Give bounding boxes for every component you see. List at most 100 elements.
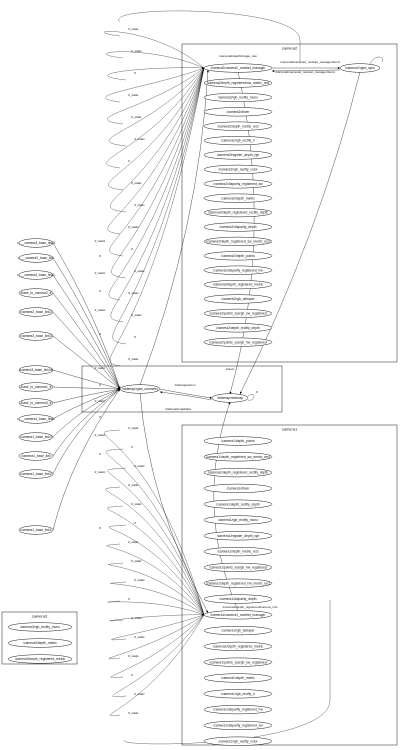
- node-label: /camera1_base_link2: [20, 472, 52, 476]
- edge-label: tf: [131, 445, 133, 449]
- node-c-camera3-base-link3: c___camera3_base_link3: [17, 238, 55, 248]
- cluster-label: camera1: [282, 427, 298, 432]
- edge-arrowhead: [272, 69, 275, 73]
- node-camera2-disparity-registered-hw: /camera2/disparity_registered_hw: [203, 265, 273, 275]
- node-camera2-rgb-rectify-color: /camera2/rgb_rectify_color: [203, 164, 273, 174]
- edge: [52, 386, 121, 390]
- node-label: /camera1/rgb_rectify_color: [218, 739, 258, 743]
- edge-label: /camera2/camera2_nodelet_manager/bond: [275, 70, 335, 74]
- edge-label: tf_static: [95, 308, 106, 312]
- node-ellipse: [18, 451, 54, 461]
- node-ellipse: [339, 63, 381, 73]
- node-label: /camera2/rgb_rectify_mono: [218, 96, 258, 100]
- node-ellipse: [203, 265, 273, 275]
- node-camera2-depth-registered-rectify-depth: /camera2/depth_registered_rectify_depth: [203, 208, 273, 218]
- edge: [52, 388, 121, 531]
- edge-label: tf_static: [95, 366, 106, 370]
- edge-label: /camera1/depth_registered/camera_info: [223, 605, 278, 609]
- node-label: /camera3/depth_registered_metric: [15, 657, 66, 661]
- node-ellipse: [18, 398, 54, 408]
- node-label: /camera2/disparity_depth: [219, 225, 256, 229]
- node-label: /camera1/points_xyzrgb_sw_registered: [209, 660, 267, 664]
- node-label: /camera1/driver: [227, 487, 251, 491]
- node-camera2-depth-registered-sw-metric-rect: /camera2/depth_registered/sw_metric_rect: [203, 78, 273, 88]
- node-label: /camera1/rgb_rectify_ir: [221, 692, 256, 696]
- edge-label: tf: [99, 289, 101, 293]
- node-label: /camera1/depth_registered_sw_metric_rect: [206, 455, 269, 459]
- edge-label: tf_static: [134, 635, 145, 639]
- labels-layer: tf_statictftf_statictftf_statictftf_stat…: [95, 27, 340, 715]
- edge-label: tf_static: [134, 203, 145, 207]
- node-camera1-depth-rectify-depth: /camera1/depth_rectify_depth: [203, 499, 273, 509]
- node-label: c___camera3_base_link3: [17, 241, 55, 245]
- node-camera1-base-link3: /camera1_base_link3: [18, 432, 54, 442]
- edge: [52, 335, 121, 390]
- node-ellipse: [203, 150, 273, 160]
- edge-self-loop: [247, 394, 255, 401]
- edge: [52, 274, 121, 390]
- node-label: /camera2/driver: [227, 110, 251, 114]
- node-c-camera2-base-link1: c___camera2_base_link1: [17, 270, 55, 280]
- node-ellipse: [203, 337, 273, 347]
- edge-label: tf: [131, 673, 133, 677]
- edge: [110, 67, 205, 323]
- node-label: /camera2/depth_registered/sw_metric_rect: [207, 81, 270, 85]
- node-camera1-disparity-registered-sw: /camera1/disparity_registered_sw: [203, 720, 273, 730]
- node-label: /camera2/depth_metric_rect: [217, 124, 258, 128]
- node-base-to-camera3-tf: /base_to_camera3_tf: [18, 398, 54, 408]
- edge: [112, 614, 205, 697]
- edge: [107, 67, 205, 81]
- node-camera1-base-link1: /camera1_base_link1: [18, 525, 54, 535]
- node-label: /rtabmap/rtabmap: [217, 396, 243, 400]
- edge-label: tf_static: [131, 616, 142, 620]
- edge: [111, 614, 205, 641]
- node-camera2-rgb-rectify-ir: /camera2/rgb_rectify_ir: [203, 136, 273, 146]
- edge-label: tf_static: [128, 654, 139, 658]
- node-camera2-rgb-debayer: /camera2/rgb_debayer: [203, 294, 273, 304]
- node-camera1-rgb-debayer: /camera1/rgb_debayer: [203, 626, 273, 636]
- node-ellipse: [18, 414, 54, 424]
- node-label: /camera3/rgb_rectify_mono: [20, 625, 60, 629]
- edge: [52, 388, 121, 420]
- node-ellipse: [203, 294, 273, 304]
- node-ellipse: [203, 673, 273, 683]
- edge-label: tf_static: [131, 181, 142, 185]
- node-label: /camera1/depth_registered_metric: [213, 645, 264, 649]
- node-ellipse: [203, 63, 273, 73]
- node-label: /camera1_base_link1: [20, 528, 52, 532]
- edge-label: /camera2/camera2_nodelet_manager/bond: [280, 60, 340, 64]
- node-camera3-base-link3: /camera3_base_link3: [18, 331, 54, 341]
- node-ellipse: [203, 705, 273, 715]
- edge: [107, 67, 205, 235]
- node-ellipse: [203, 92, 273, 102]
- node-label: /camera2/disparity_registered_sw: [213, 182, 263, 186]
- node-label: /camera1/depth_rectify_depth: [216, 502, 260, 506]
- node-ellipse: [203, 436, 273, 446]
- edge: [107, 67, 205, 125]
- node-label: /camera1/depth_metric_rect: [217, 550, 258, 554]
- edge-arrowhead: [229, 391, 232, 394]
- node-ellipse: [203, 208, 273, 218]
- node-label: /camera2/depth_points: [221, 254, 255, 258]
- edge: [104, 429, 205, 615]
- cluster-box: [181, 43, 398, 363]
- edge-label: tf: [128, 159, 130, 163]
- edge: [52, 388, 121, 438]
- node-label: c___camera2_base_link: [18, 256, 54, 260]
- edge-label: tf_static: [95, 271, 106, 275]
- edge-label: tf_static: [128, 711, 139, 715]
- node-ellipse: [203, 251, 273, 261]
- node-ellipse: [203, 499, 273, 509]
- edge: [109, 67, 205, 257]
- edge: [52, 257, 121, 390]
- edge-label: tf: [99, 452, 101, 456]
- edge: [106, 543, 205, 615]
- edge-label: tf_static: [131, 49, 142, 53]
- node-ellipse: [203, 547, 273, 557]
- edge: [109, 614, 205, 716]
- node-ellipse: [18, 469, 54, 479]
- cluster-label: camera2: [282, 46, 298, 51]
- edge: [109, 614, 205, 622]
- edge-arrowhead: [337, 66, 340, 70]
